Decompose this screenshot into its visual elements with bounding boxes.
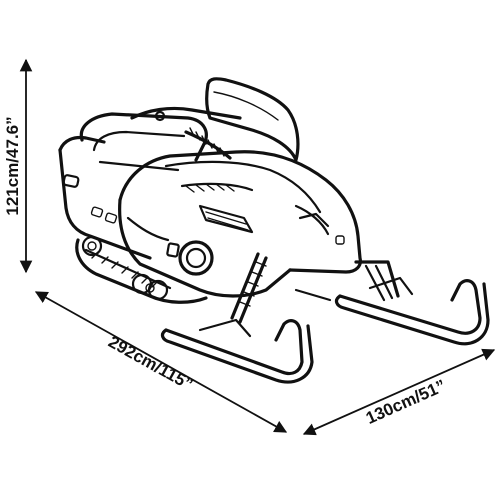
side-panel	[118, 198, 292, 298]
right-ski	[334, 276, 490, 346]
handlebars	[130, 106, 242, 160]
length-label: 292cm/115”	[105, 332, 196, 394]
hood	[118, 150, 362, 274]
width-arrow	[302, 348, 496, 436]
headlight-icon	[178, 240, 214, 276]
length-dimension: 292cm/115”	[34, 291, 288, 433]
tunnel-body	[58, 135, 152, 260]
left-ski	[160, 318, 314, 384]
snowmobile-illustration	[58, 77, 490, 384]
windshield	[205, 77, 300, 162]
front-suspension	[230, 252, 400, 324]
height-dimension: 121cm/47.6”	[3, 58, 33, 274]
height-label: 121cm/47.6”	[3, 116, 22, 215]
width-dimension: 130cm/51”	[302, 348, 496, 436]
seat	[79, 112, 208, 172]
length-arrow	[34, 291, 288, 433]
